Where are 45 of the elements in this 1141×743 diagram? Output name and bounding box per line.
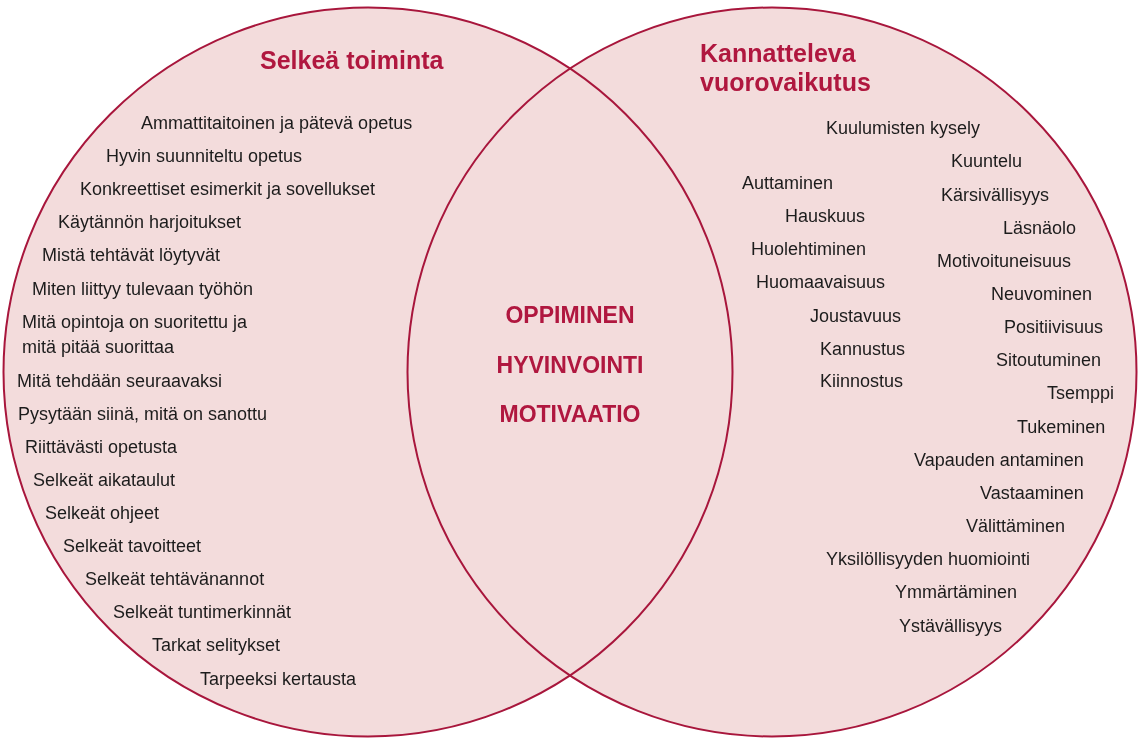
list-item: Käytännön harjoitukset	[58, 210, 242, 234]
list-item: Selkeät aikataulut	[33, 468, 176, 492]
list-item: Kärsivällisyys	[941, 183, 1050, 207]
list-item: Tukeminen	[1017, 415, 1106, 439]
list-item: Huolehtiminen	[751, 237, 867, 261]
list-item: Selkeät tavoitteet	[63, 534, 202, 558]
list-item: Vastaaminen	[980, 481, 1084, 505]
list-item: Joustavuus	[810, 304, 902, 328]
list-item: Riittävästi opetusta	[25, 435, 178, 459]
list-item: Motivoituneisuus	[937, 249, 1072, 273]
list-item: Välittäminen	[966, 514, 1066, 538]
list-item: Positiivisuus	[1004, 315, 1104, 339]
list-item: Neuvominen	[991, 282, 1093, 306]
list-item: Mistä tehtävät löytyvät	[42, 243, 221, 267]
list-item: Läsnäolo	[1003, 216, 1077, 240]
list-item: Selkeät tehtävänannot	[85, 567, 265, 591]
list-item: Miten liittyy tulevaan työhön	[32, 277, 254, 301]
list-item: Tarpeeksi kertausta	[200, 667, 357, 691]
circle-heading: Kannatteleva vuorovaikutus	[700, 39, 872, 97]
list-item: Huomaavaisuus	[756, 270, 886, 294]
center-label: HYVINVOINTI	[496, 351, 644, 379]
list-item: Yksilöllisyyden huomiointi	[826, 547, 1031, 571]
circle-heading: Selkeä toiminta	[260, 45, 444, 75]
list-item: Hauskuus	[785, 204, 866, 228]
list-item: Kannustus	[820, 337, 906, 361]
list-item: Selkeät tuntimerkinnät	[113, 600, 292, 624]
list-item: Kuulumisten kysely	[826, 116, 981, 140]
list-item: Tarkat selitykset	[152, 633, 281, 657]
list-item: Hyvin suunniteltu opetus	[106, 144, 303, 168]
list-item: Auttaminen	[742, 171, 834, 195]
list-item: Pysytään siinä, mitä on sanottu	[18, 402, 268, 426]
list-item: Sitoutuminen	[996, 348, 1102, 372]
list-item: Mitä tehdään seuraavaksi	[17, 369, 223, 393]
list-item: Selkeät ohjeet	[45, 501, 160, 525]
list-item: Ystävällisyys	[899, 614, 1003, 638]
list-item: Konkreettiset esimerkit ja sovellukset	[80, 177, 376, 201]
list-item: Mitä opintoja on suoritettu ja mitä pitää suorittaa	[22, 311, 249, 359]
center-label: MOTIVAATIO	[499, 400, 641, 428]
list-item: Ammattitaitoinen ja pätevä opetus	[141, 111, 413, 135]
list-item: Kuuntelu	[951, 149, 1023, 173]
list-item: Kiinnostus	[820, 369, 904, 393]
center-label: OPPIMINEN	[505, 301, 635, 329]
list-item: Ymmärtäminen	[895, 580, 1018, 604]
list-item: Vapauden antaminen	[914, 448, 1084, 472]
list-item: Tsemppi	[1047, 381, 1115, 405]
